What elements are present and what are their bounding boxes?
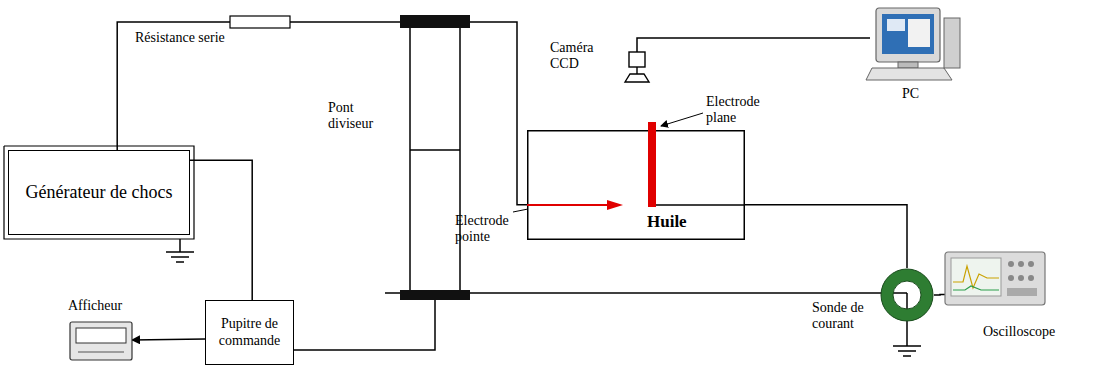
- ground-wire: [385, 293, 907, 346]
- control-desk-box: Pupitre de commande: [205, 300, 294, 365]
- wire-connector: [294, 300, 435, 350]
- node-label: Sonde de courant: [812, 300, 876, 332]
- label-holder: Pont diviseur: [328, 100, 394, 132]
- label-holder: Afficheur: [68, 298, 148, 314]
- node-label: Résistance serie: [135, 30, 260, 46]
- wire-connector: [190, 160, 252, 300]
- display-icon: Afficheur: [70, 322, 132, 360]
- node-label: Afficheur: [68, 298, 148, 314]
- oscilloscope-drawing: [945, 252, 1045, 305]
- oscilloscope: Oscilloscope: [945, 252, 1045, 305]
- generator-box: Générateur de chocs: [8, 150, 190, 235]
- label-holder: Caméra CCD: [550, 40, 614, 72]
- display-icon-drawing: [70, 322, 132, 360]
- node-label: Oscilloscope: [983, 324, 1083, 340]
- label-holder: Electrode pointe: [455, 213, 515, 245]
- leader-line: [661, 113, 703, 126]
- label-holder: PC: [902, 86, 942, 102]
- voltage-divider: Pont diviseur: [400, 15, 470, 300]
- label-holder: Electrode plane: [706, 94, 768, 126]
- node-label: Huile: [647, 212, 707, 232]
- part-label: Electrode pointe: [455, 213, 515, 245]
- ccd-camera: Caméra CCD: [622, 52, 652, 82]
- oil-cell-drawing: [527, 130, 745, 240]
- ccd-camera-drawing: [622, 52, 652, 82]
- node-label: PC: [902, 86, 942, 102]
- node-label: Pont diviseur: [328, 100, 394, 132]
- wire-connector: [470, 22, 527, 205]
- current-probe: Sonde de courant: [880, 268, 934, 322]
- ground-symbol: [166, 239, 194, 262]
- node-label: Générateur de chocs: [26, 182, 173, 203]
- voltage-divider-drawing: [400, 15, 470, 300]
- label-holder: Résistance serie: [135, 30, 260, 46]
- generator-base: [4, 146, 194, 239]
- wire-connector: [745, 205, 907, 268]
- resistor-symbol: Résistance serie: [230, 16, 290, 28]
- wire-connector: [934, 294, 945, 296]
- node-label: Pupitre de commande: [210, 316, 289, 348]
- resistor-symbol-drawing: [230, 16, 290, 28]
- label-holder: Huile: [647, 212, 707, 232]
- wire-connector: [637, 38, 870, 52]
- node-label: Caméra CCD: [550, 40, 614, 72]
- oil-cell: Huile: [527, 130, 745, 240]
- wire-connector: [290, 21, 400, 23]
- part-label: Electrode plane: [706, 94, 768, 126]
- ground-symbol: [893, 346, 921, 356]
- current-probe-drawing: [880, 268, 934, 322]
- wire-connector: [132, 338, 205, 340]
- pc-computer: PC: [870, 8, 960, 80]
- label-holder: Oscilloscope: [983, 324, 1083, 340]
- label-holder: Sonde de courant: [812, 300, 876, 332]
- pc-computer-drawing: [870, 8, 960, 80]
